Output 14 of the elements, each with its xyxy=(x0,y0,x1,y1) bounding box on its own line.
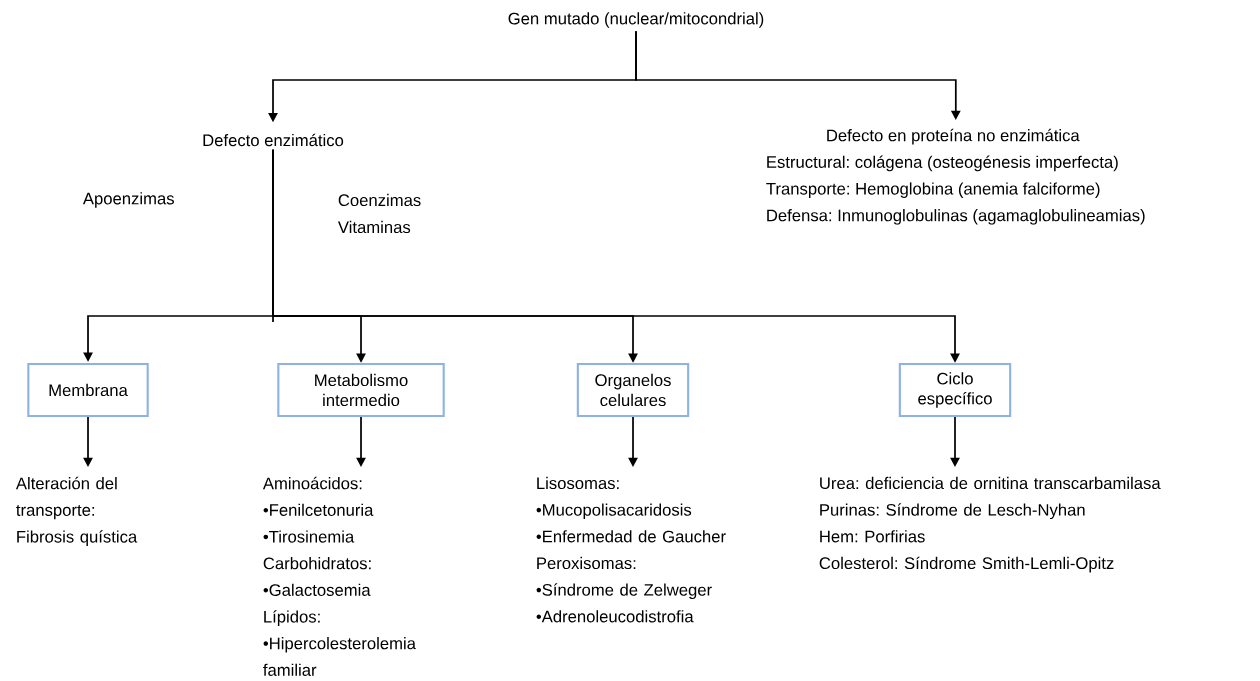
disease-list: Alteración del transporte: Fibrosis quística xyxy=(15,476,138,546)
category-box: Ciclo específico xyxy=(898,362,1012,418)
branch-text: Defecto en proteína no enzimática Estructural: colágena (osteogénesis imperfecta) Transporte: Hemoglobina (anemia falciforme) Defensa: Inmunoglobulinas (agamaglobulineamias) xyxy=(766,128,1145,225)
category-box: Organelos celulares xyxy=(576,362,690,418)
disease-list: Aminoácidos: •Fenilcetonuria •Tirosinemia Carbohidratos: •Galactosemia Lípidos: •Hipercolesterolemia familiar xyxy=(262,476,416,676)
heading-text: Gen mutado (nuclear/mitocondrial) xyxy=(508,12,764,28)
branch-text: Defecto enzimático xyxy=(203,133,344,147)
disease-list: Urea: deficiencia de ornitina transcarbamilasa Purinas: Síndrome de Lesch-Nyhan Hem: Porfirias Colesterol: Síndrome Smith-Lemli-Opitz xyxy=(819,476,1161,573)
category-box: Metabolismo intermedio xyxy=(277,362,445,418)
label-text: Coenzimas xyxy=(338,193,421,207)
label-text: Apoenzimas xyxy=(82,192,174,208)
label-text: Vitaminas xyxy=(337,220,411,234)
category-box: Membrana xyxy=(27,362,149,418)
disease-list: Lisosomas: •Mucopolisacaridosis •Enfermedad de Gaucher Peroxisomas: •Síndrome de Zelweger •Adrenoleucodistrofia xyxy=(536,476,726,623)
